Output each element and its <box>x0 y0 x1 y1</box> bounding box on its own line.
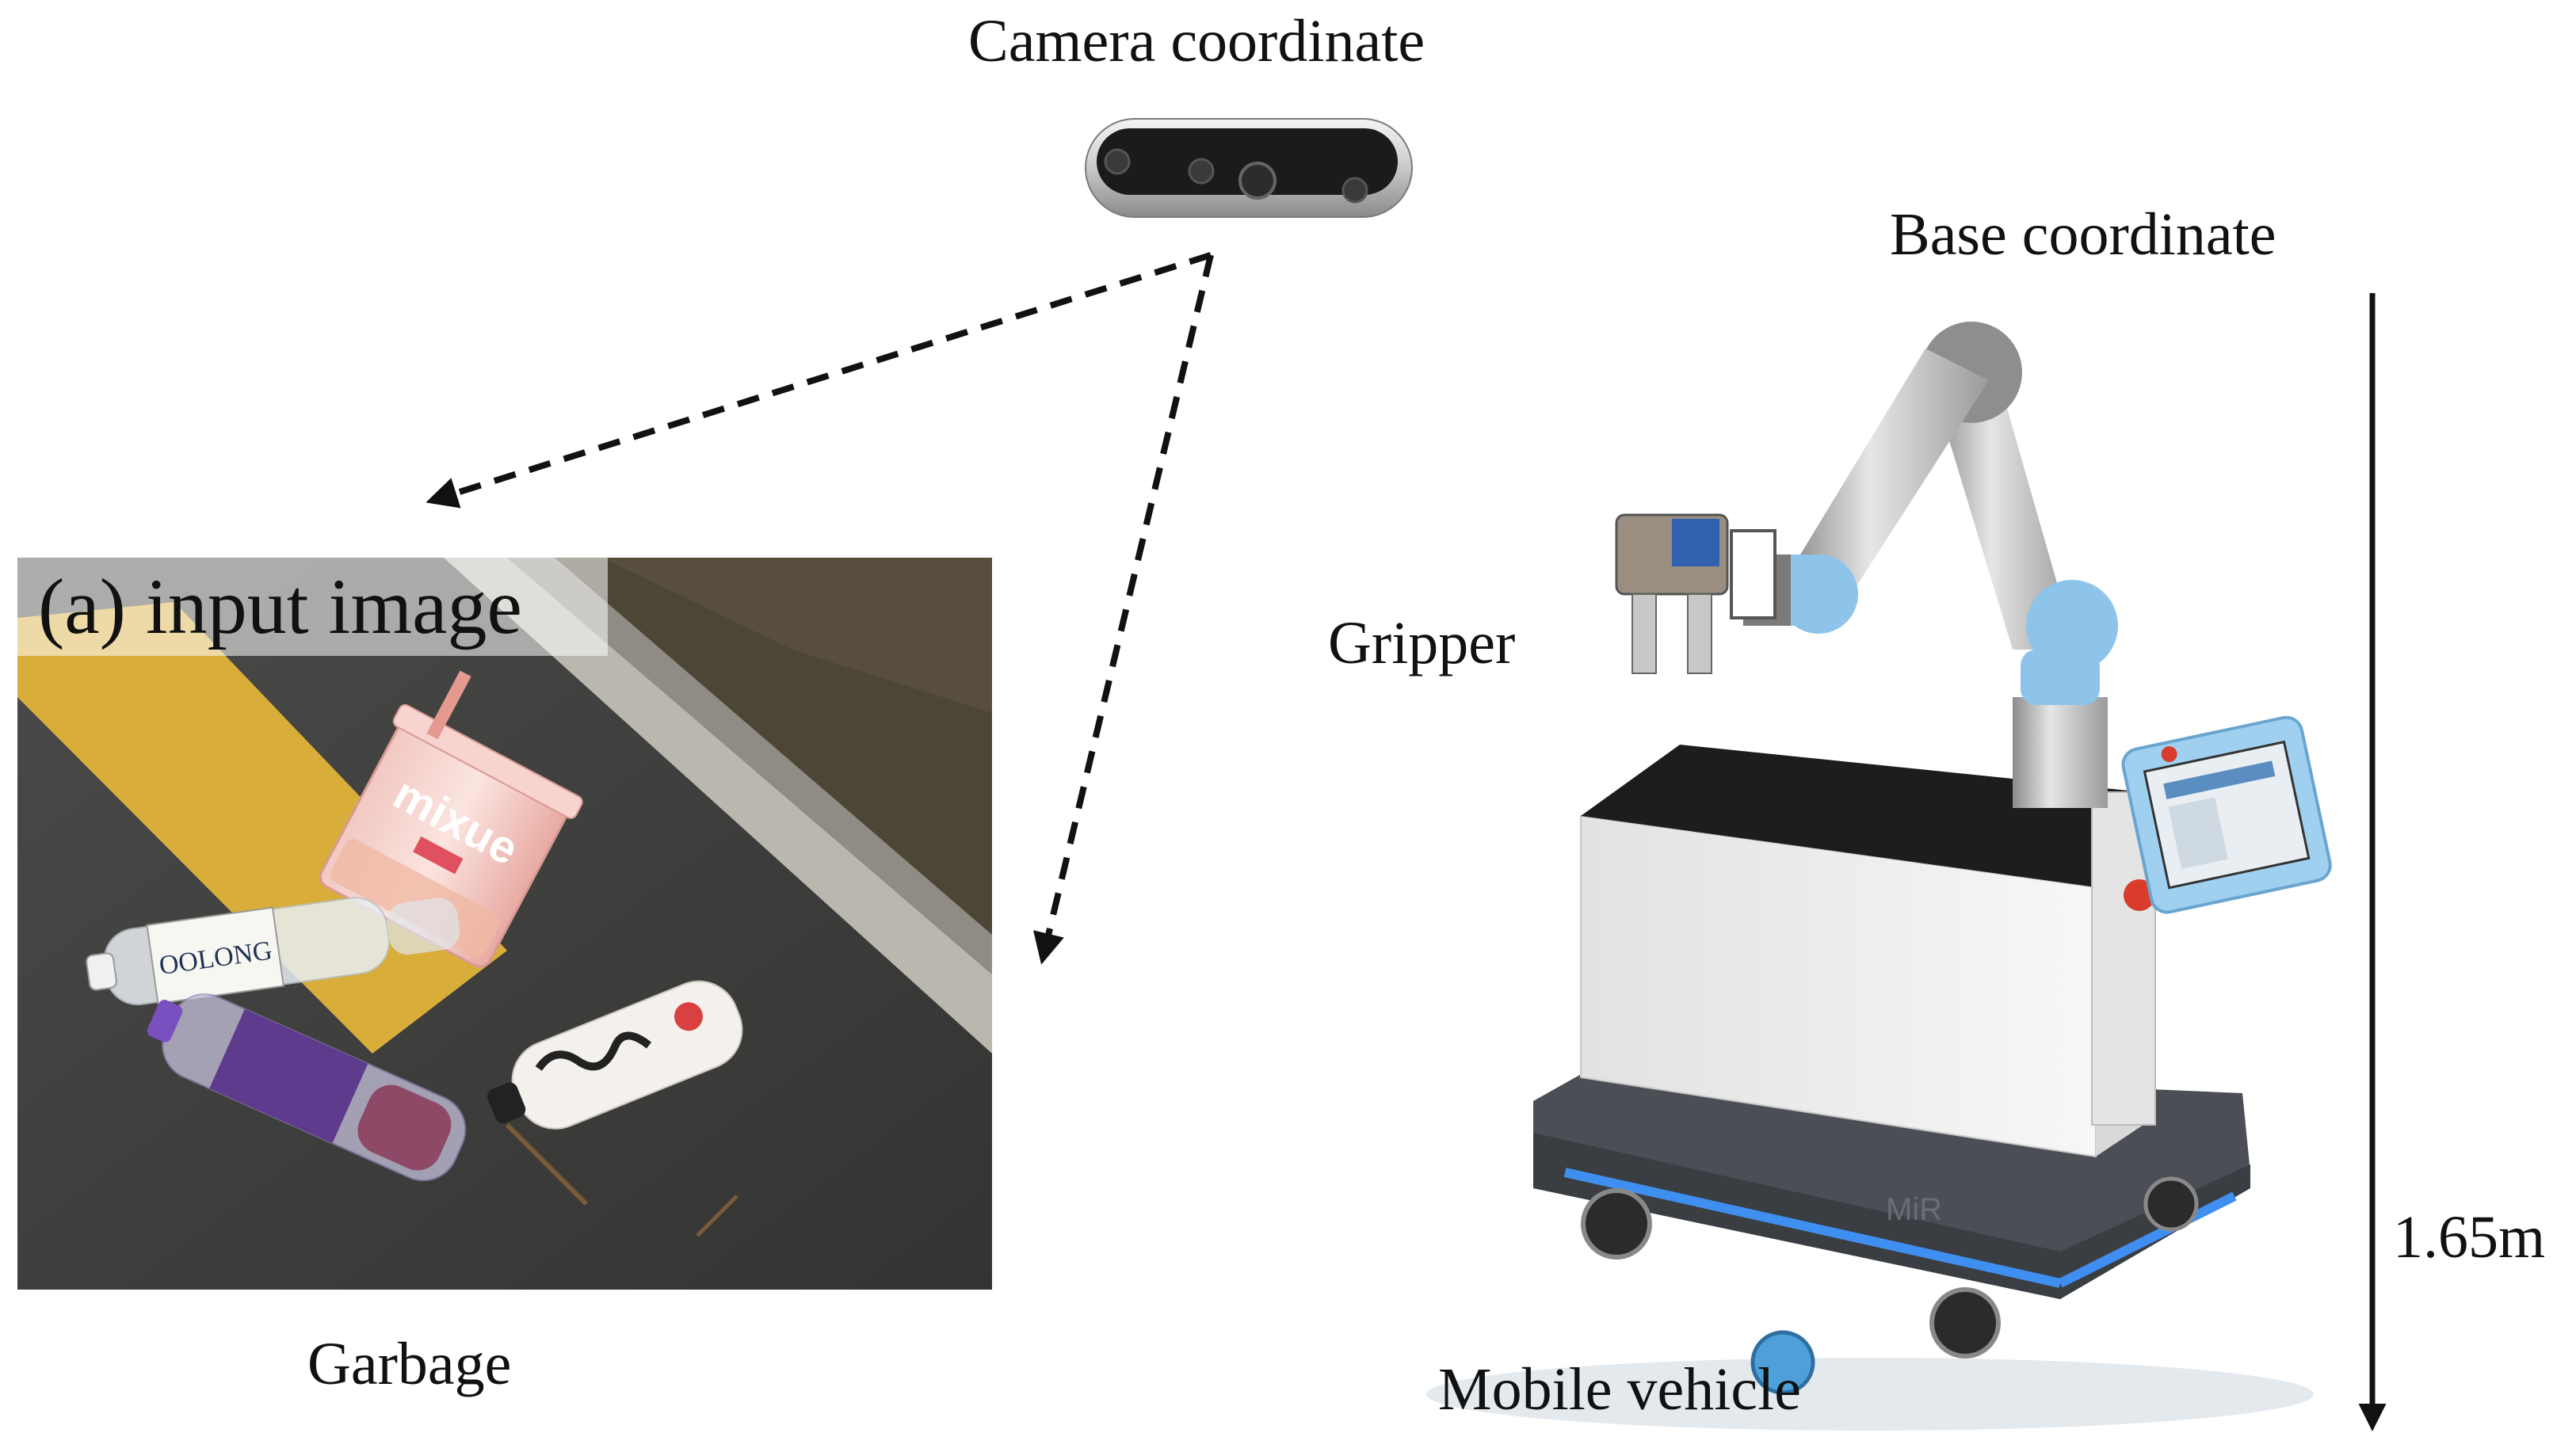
arm-lower-link <box>1933 372 2076 650</box>
camera-lens-left <box>1104 148 1131 175</box>
base-brand-text: MiR <box>1886 1192 1942 1227</box>
purple-bottle-item <box>147 993 467 1182</box>
wheel-front-left <box>1581 1188 1652 1260</box>
base-light-strip <box>1563 1168 2062 1288</box>
robot-arm <box>1743 322 2118 808</box>
arrow-camera-to-image <box>426 252 1212 509</box>
camera-lens-right <box>1341 177 1368 204</box>
curb <box>444 558 992 1054</box>
oolong-bottle-item: OOLONG <box>86 897 460 1006</box>
teach-pendant <box>2121 715 2332 914</box>
camera-lens-rgb <box>1238 162 1277 200</box>
white-bottle-item <box>487 980 743 1130</box>
arm-upper-link <box>1791 349 1989 602</box>
robot-cabinet <box>1580 745 2156 1158</box>
wheel-front-right <box>1929 1287 2001 1359</box>
camera-coordinate-label: Camera coordinate <box>968 8 1425 74</box>
input-image-caption: (a) input image <box>17 558 608 656</box>
wheel-rear-left <box>1750 1330 1815 1395</box>
garbage-label: Garbage <box>307 1331 512 1397</box>
height-label: 1.65m <box>2393 1204 2546 1271</box>
wheel-rear-right <box>2143 1176 2199 1232</box>
arrow-camera-to-robot <box>1032 254 1214 965</box>
input-image-photo: mixue OOLONG <box>17 558 992 1290</box>
gripper <box>1615 513 1776 674</box>
depth-camera <box>1085 118 1413 218</box>
mobile-vehicle-label: Mobile vehicle <box>1438 1356 1801 1423</box>
cabinet-top <box>1581 745 2143 887</box>
gripper-label: Gripper <box>1328 610 1516 676</box>
camera-lens-center-left <box>1188 158 1215 185</box>
base-coordinate-label: Base coordinate <box>1890 201 2276 268</box>
mobile-robot: MiR <box>1426 322 2332 1431</box>
